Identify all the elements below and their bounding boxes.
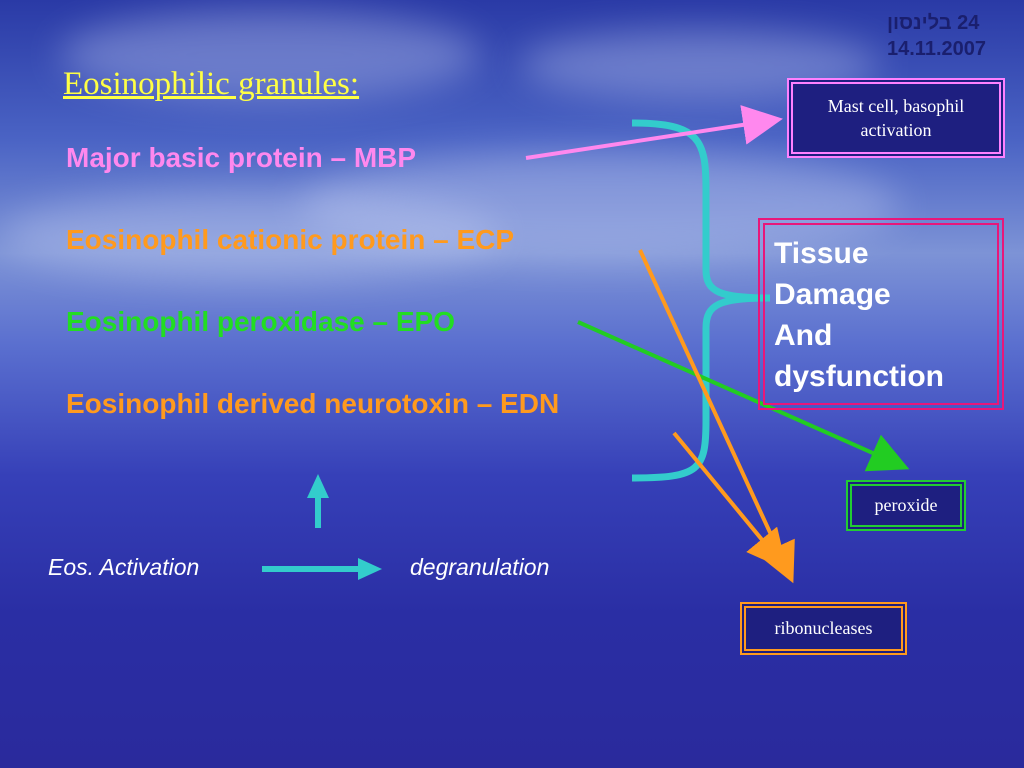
tissue-damage-box: Tissue Damage And dysfunction — [758, 218, 1004, 410]
arrow-epo-to-peroxide — [577, 320, 910, 472]
granule-edn: Eosinophil derived neurotoxin – EDN — [66, 388, 560, 419]
background-cloud — [60, 10, 480, 100]
granule-ecp: Eosinophil cationic protein – ECP — [66, 224, 515, 255]
granule-epo: Eosinophil peroxidase – EPO — [66, 306, 455, 337]
ribonucleases-box: ribonucleases — [740, 602, 907, 655]
tissue-line-4: dysfunction — [774, 360, 944, 393]
background-cloud — [0, 190, 500, 280]
granule-mbp: Major basic protein – MBP — [66, 142, 417, 173]
flow-label-degranulation: degranulation — [410, 554, 550, 580]
arrow-mbp-to-mast — [525, 105, 783, 160]
brace-shape — [631, 119, 771, 482]
flow-arrow-head — [358, 558, 382, 580]
slide-title: Eosinophilic granules: — [63, 66, 360, 102]
peroxide-box: peroxide — [846, 480, 966, 531]
header-line-2: 14.11.2007 — [887, 38, 986, 60]
up-arrow-head — [307, 474, 329, 498]
arrow-edn-to-ribonucleases — [672, 431, 788, 571]
header-line-1: 24 בלינסון — [887, 12, 980, 34]
tissue-line-1: Tissue — [774, 237, 869, 270]
mast-cell-box: Mast cell, basophil activation — [787, 78, 1005, 158]
tissue-line-2: Damage — [774, 278, 891, 311]
background-cloud — [300, 150, 900, 260]
flow-label-activation: Eos. Activation — [48, 554, 200, 580]
header-date: 24 בלינסון 14.11.2007 — [887, 10, 986, 62]
arrow-ecp-to-ribonucleases — [638, 249, 795, 584]
tissue-line-3: And — [774, 319, 833, 352]
